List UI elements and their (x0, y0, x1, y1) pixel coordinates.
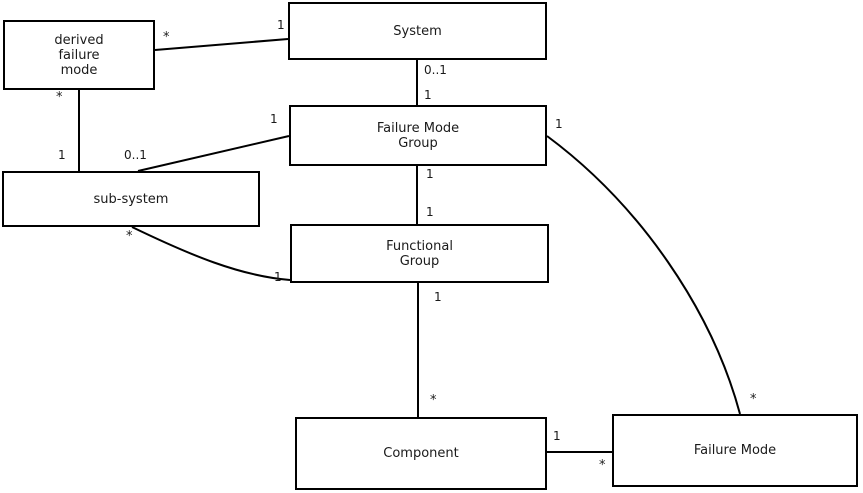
multiplicity-functional-group-left: 1 (274, 270, 282, 284)
multiplicity-failure-mode-left: * (599, 458, 606, 473)
multiplicity-failure-mode-group-right: 1 (555, 117, 563, 131)
multiplicity-sub-system-bottom: * (126, 229, 133, 244)
class-box-failure-mode[interactable]: Failure Mode (612, 414, 858, 487)
multiplicity-failure-mode-group-bottom: 1 (426, 167, 434, 181)
class-box-derived-failure-mode[interactable]: derived failure mode (3, 20, 155, 90)
multiplicity-failure-mode-group-top: 1 (424, 88, 432, 102)
class-box-failure-mode-group[interactable]: Failure Mode Group (289, 105, 547, 166)
multiplicity-sub-system-top-left: 1 (58, 148, 66, 162)
multiplicity-component-top: * (430, 393, 437, 408)
class-box-component[interactable]: Component (295, 417, 547, 490)
association-sub-system-functional-group (131, 226, 291, 281)
multiplicity-derived-failure-mode-bottom: * (56, 90, 63, 105)
association-failure-mode-group-failure-mode (546, 135, 741, 415)
multiplicity-failure-mode-top: * (750, 392, 757, 407)
multiplicity-sub-system-top-right: 0..1 (124, 148, 147, 162)
multiplicity-functional-group-top: 1 (426, 205, 434, 219)
multiplicity-component-right: 1 (553, 429, 561, 443)
multiplicity-system-bottom: 0..1 (424, 63, 447, 77)
class-box-sub-system[interactable]: sub-system (2, 171, 260, 227)
class-box-system[interactable]: System (288, 2, 547, 60)
association-derived-failure-mode-system (154, 38, 289, 51)
multiplicity-failure-mode-group-left: 1 (270, 112, 278, 126)
class-box-functional-group[interactable]: Functional Group (290, 224, 549, 283)
association-sub-system-failure-mode-group (137, 135, 290, 172)
multiplicity-functional-group-bottom: 1 (434, 290, 442, 304)
multiplicity-system-left: 1 (277, 18, 285, 32)
multiplicity-derived-failure-mode-system: * (163, 30, 170, 45)
